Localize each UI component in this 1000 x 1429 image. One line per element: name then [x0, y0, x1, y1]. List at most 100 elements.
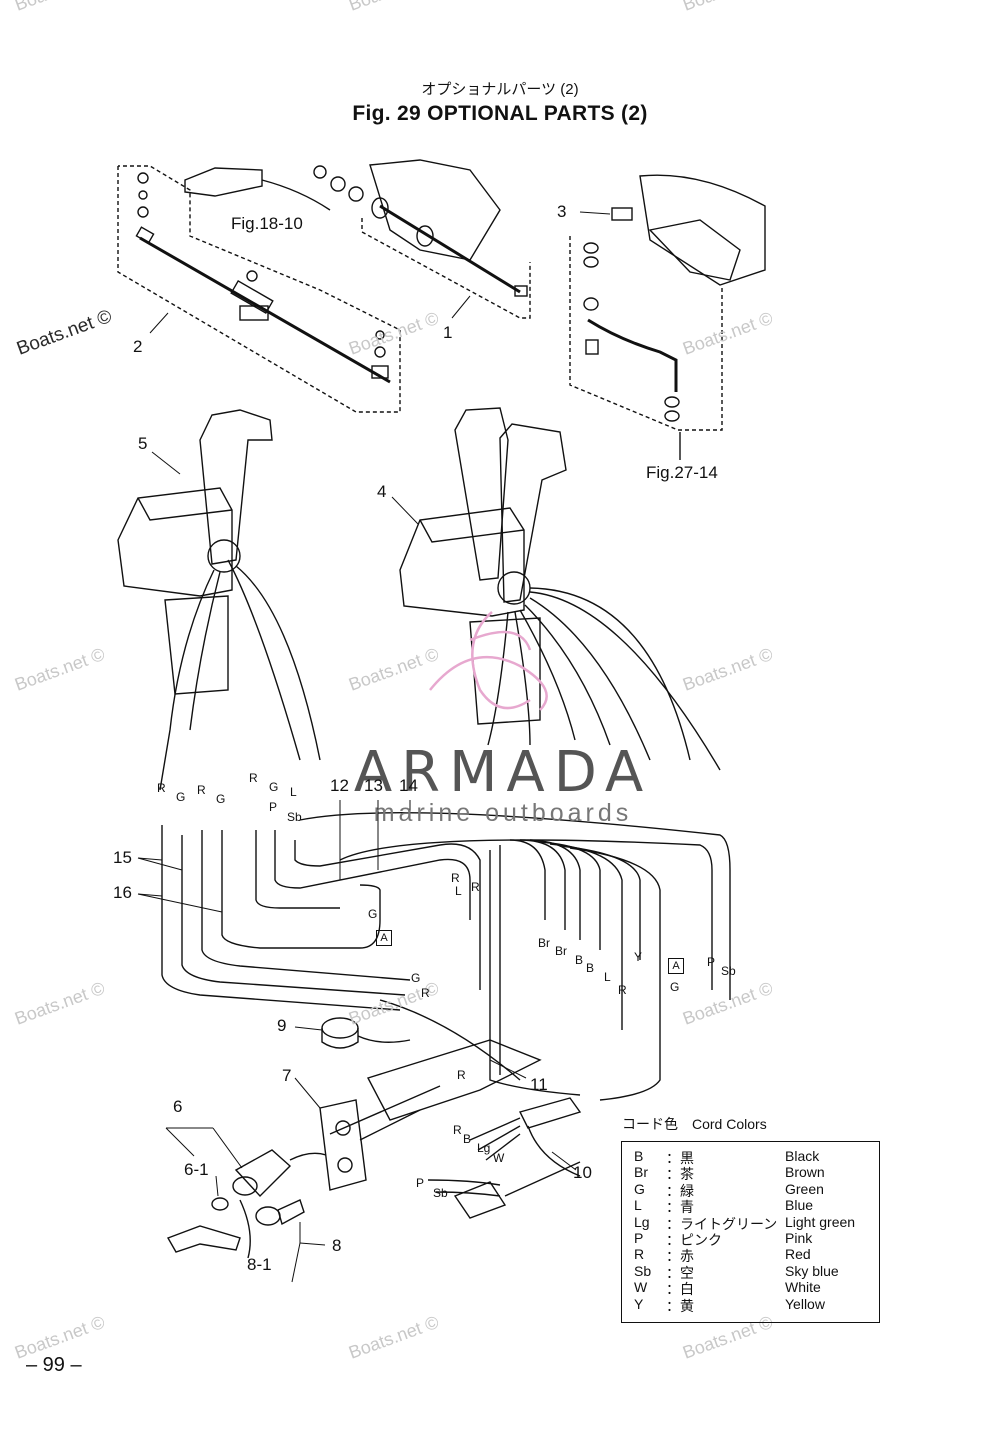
part-number-1: 1 [443, 323, 453, 342]
legend-code: Br [634, 1164, 648, 1181]
wiring-harness [161, 812, 731, 1141]
cord-color-legend: B ：黒 Black Br ：茶 Brown G ：緑 Green L ：青 B… [621, 1141, 880, 1323]
legend-jp: ：緑 [666, 1182, 694, 1199]
wire-label: R [451, 871, 460, 885]
legend-code: B [634, 1148, 644, 1164]
main-switch [211, 1149, 327, 1211]
wire-label: P [416, 1176, 425, 1190]
part-number-6-1: 6-1 [184, 1160, 209, 1179]
legend-row: B ：黒 Black [622, 1148, 879, 1166]
legend-code: L [634, 1197, 642, 1214]
stop-switch [166, 1199, 305, 1259]
part-number-8: 8 [332, 1236, 342, 1255]
legend-row: P ：ピンク Pink [622, 1230, 879, 1248]
part-number-3: 3 [557, 202, 567, 221]
legend-en: Blue [785, 1197, 814, 1214]
wire-label: R [618, 983, 627, 997]
legend-title: コード色 Cord Colors [622, 1116, 767, 1132]
legend-jp: ：ライトグリーン [666, 1215, 778, 1232]
legend-code: Sb [634, 1262, 652, 1279]
legend-code: R [634, 1246, 645, 1263]
legend-jp: ：空 [666, 1264, 694, 1281]
legend-row: Sb ：空 Sky blue [622, 1262, 879, 1281]
title-english: Fig. 29 OPTIONAL PARTS (2) [352, 102, 648, 125]
wire-label: Lg [477, 1141, 491, 1155]
logo-mark [429, 611, 548, 711]
legend-code: W [634, 1279, 648, 1296]
wire-label: Br [555, 944, 567, 958]
legend-en: Brown [785, 1164, 825, 1181]
remote-control-bracket-group [569, 174, 766, 460]
cable-rod-parts [135, 167, 391, 384]
part-number-10: 10 [573, 1163, 592, 1182]
wire-label: R [457, 1068, 466, 1082]
part-number-7: 7 [282, 1066, 292, 1085]
wire-label: R [421, 986, 430, 1000]
legend-row: Lg ：ライトグリーン Light green [622, 1213, 879, 1232]
part-number-14: 14 [399, 776, 418, 795]
legend-en: Sky blue [785, 1262, 839, 1279]
legend-en: Green [785, 1180, 824, 1197]
wire-label: W [493, 1151, 505, 1165]
legend-en: White [785, 1279, 821, 1296]
legend-en: Light green [785, 1213, 856, 1230]
figure-ref-27-14: Fig.27-14 [646, 463, 718, 482]
legend-jp: ：茶 [666, 1166, 694, 1183]
wire-label: L [455, 884, 462, 898]
part-number-2: 2 [133, 337, 143, 356]
legend-code: P [634, 1230, 644, 1246]
wire-label: B [575, 953, 584, 967]
throttle-cable-assembly [117, 165, 401, 413]
legend-en: Pink [785, 1230, 813, 1246]
mounting-panel [319, 1099, 367, 1191]
wire-label: G [216, 792, 226, 806]
wire-label: L [604, 970, 611, 984]
buzzer-part [321, 1017, 411, 1049]
wire-label: Y [634, 950, 643, 964]
wire-label: P [269, 800, 278, 814]
legend-row: Br ：茶 Brown [622, 1164, 879, 1182]
wire-label: G [411, 971, 421, 985]
part-number-6: 6 [173, 1097, 183, 1116]
legend-jp: ：青 [666, 1199, 694, 1216]
legend-row: R ：赤 Red [622, 1246, 879, 1264]
wire-label: B [463, 1132, 472, 1146]
shift-rod-assembly [313, 159, 531, 319]
wire-label: R [197, 783, 206, 797]
logo-tagline: marine outboards [373, 799, 633, 827]
wire-label: G [269, 780, 279, 794]
connector-marker-a: A [668, 958, 684, 974]
connector-marker-a: A [376, 930, 392, 946]
legend-code: Y [634, 1295, 644, 1312]
title-japanese: オプショナルパーツ (2) [421, 81, 579, 98]
part-number-12: 12 [330, 776, 349, 795]
wire-label: G [670, 980, 680, 994]
legend-jp: ：ピンク [666, 1232, 722, 1248]
legend-jp: ：赤 [666, 1248, 694, 1265]
leader-lines [137, 211, 611, 1283]
part-number-13: 13 [364, 776, 383, 795]
legend-en: Black [785, 1148, 820, 1164]
legend-jp: ：黄 [666, 1297, 694, 1314]
part-number-4: 4 [377, 482, 387, 501]
part-number-15: 15 [113, 848, 132, 867]
legend-row: Y ：黄 Yellow [622, 1295, 879, 1314]
part-number-11: 11 [530, 1075, 548, 1094]
legend-jp: ：黒 [666, 1150, 694, 1166]
part-number-9: 9 [277, 1016, 287, 1035]
legend-row: W ：白 White [622, 1279, 879, 1297]
wire-label: Sb [287, 810, 302, 824]
wire-label: Sb [433, 1186, 448, 1200]
logo-name: ARMADA [353, 740, 653, 805]
armada-logo: ARMADA marine outboards [348, 740, 658, 828]
wire-label: R [249, 771, 258, 785]
part-number-16: 16 [113, 883, 132, 902]
wire-label: R [471, 880, 480, 894]
wire-label: R [453, 1123, 462, 1137]
legend-en: Yellow [785, 1295, 825, 1312]
wire-label: R [157, 781, 166, 795]
legend-code: Lg [634, 1213, 650, 1230]
wire-label: Br [538, 936, 550, 950]
